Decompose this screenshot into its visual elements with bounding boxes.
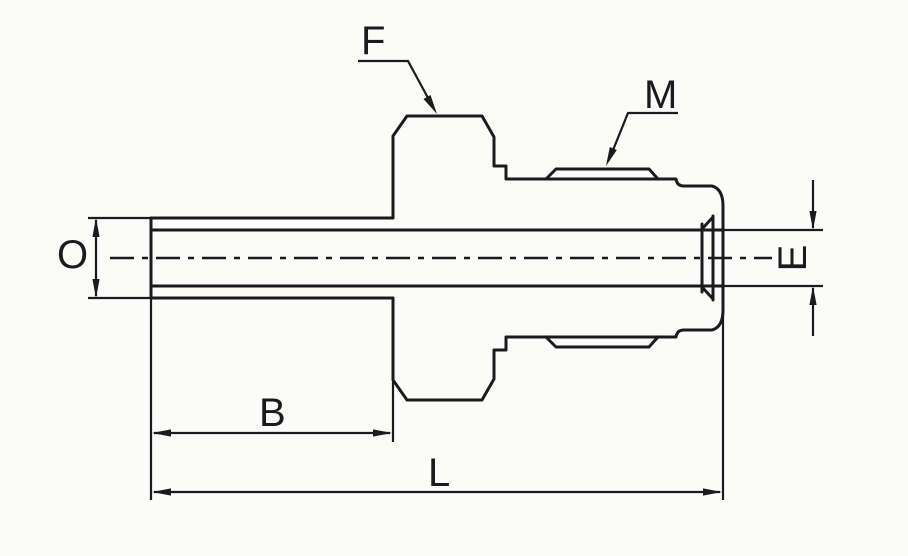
dimension-o-arrow-down — [92, 279, 100, 298]
dimension-e-arrow-down — [809, 211, 817, 230]
dimension-b-arrow-left — [152, 429, 171, 437]
leader-m-label: M — [644, 73, 677, 117]
dimension-l-label: L — [428, 451, 450, 495]
dimension-e: E — [723, 180, 823, 336]
dimension-o: O — [57, 216, 151, 300]
leader-f-arrow — [423, 95, 437, 114]
dimension-l-extension-lines — [149, 298, 725, 500]
dimension-b-label: B — [259, 391, 286, 435]
dimension-l-arrow-right — [703, 488, 722, 496]
leader-m-line — [607, 111, 678, 161]
dimension-e-arrow-up — [809, 286, 817, 305]
thread-crest-top — [544, 167, 660, 181]
dimension-b: B — [152, 381, 395, 442]
leader-f: F — [358, 19, 437, 114]
dimension-o-arrow-up — [92, 218, 100, 237]
leader-f-line — [358, 59, 435, 110]
dimension-o-extension-lines — [88, 216, 151, 300]
dimension-e-extension-lines — [723, 228, 823, 288]
dimension-l-arrow-left — [152, 488, 171, 496]
thread-crest-bottom — [544, 335, 660, 349]
dimension-e-label: E — [771, 245, 815, 272]
dimension-b-arrow-right — [373, 429, 392, 437]
leader-f-label: F — [361, 19, 385, 63]
dimension-l: L — [149, 298, 725, 500]
dimension-e-label-group: E — [771, 245, 815, 272]
dimension-o-label: O — [57, 233, 88, 277]
leader-m: M — [606, 73, 678, 166]
leader-m-arrow — [606, 147, 617, 166]
